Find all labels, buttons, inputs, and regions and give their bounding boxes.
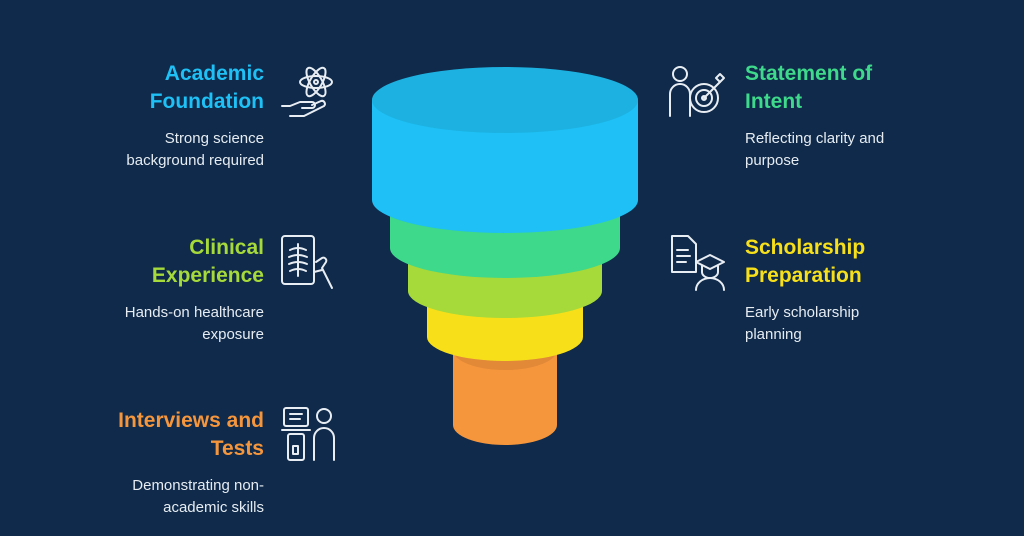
desc-line: Hands-on healthcare [124, 304, 264, 321]
funnel-tier-1 [372, 67, 638, 233]
funnel-tier-5-body [453, 350, 557, 445]
funnel-tier-1-top [372, 67, 638, 133]
item-title: Scholarship Preparation [745, 234, 1005, 290]
title-line: Scholarship [745, 236, 866, 259]
item-description: Strong science background required [24, 128, 264, 172]
desc-line: exposure [202, 326, 264, 343]
title-line: Tests [210, 437, 264, 460]
item-academic-foundation: Academic Foundation Strong science backg… [24, 60, 264, 172]
item-title: Academic Foundation [24, 60, 264, 116]
atom-hand-icon [278, 62, 340, 124]
title-line: Academic [164, 62, 264, 85]
title-line: Preparation [745, 264, 862, 287]
interview-icon [278, 404, 340, 466]
title-line: Intent [745, 90, 803, 113]
title-line: Statement of [745, 62, 873, 85]
desc-line: Early scholarship [745, 304, 860, 321]
item-description: Early scholarship planning [745, 302, 1005, 346]
item-scholarship-preparation: Scholarship Preparation Early scholarshi… [745, 234, 1005, 346]
title-line: Clinical [189, 236, 264, 259]
desc-line: planning [745, 326, 802, 343]
title-line: Experience [151, 264, 264, 287]
desc-line: academic skills [163, 499, 264, 516]
item-clinical-experience: Clinical Experience Hands-on healthcare … [24, 234, 264, 346]
desc-line: Demonstrating non- [132, 477, 264, 494]
desc-line: Reflecting clarity and [745, 130, 885, 147]
item-interviews-and-tests: Interviews and Tests Demonstrating non- … [24, 407, 264, 519]
item-description: Demonstrating non- academic skills [24, 475, 264, 519]
item-title: Clinical Experience [24, 234, 264, 290]
xray-scan-icon [278, 232, 340, 294]
item-title: Statement of Intent [745, 60, 1005, 116]
title-line: Interviews and [118, 409, 264, 432]
desc-line: background required [126, 152, 264, 169]
desc-line: purpose [745, 152, 800, 169]
item-description: Hands-on healthcare exposure [24, 302, 264, 346]
funnel-tier-1-body [372, 100, 638, 233]
item-statement-of-intent: Statement of Intent Reflecting clarity a… [745, 60, 1005, 172]
title-line: Foundation [149, 90, 264, 113]
item-title: Interviews and Tests [24, 407, 264, 463]
person-target-icon [666, 62, 728, 124]
item-description: Reflecting clarity and purpose [745, 128, 1005, 172]
graduate-document-icon [666, 232, 728, 294]
desc-line: Strong science [164, 130, 264, 147]
